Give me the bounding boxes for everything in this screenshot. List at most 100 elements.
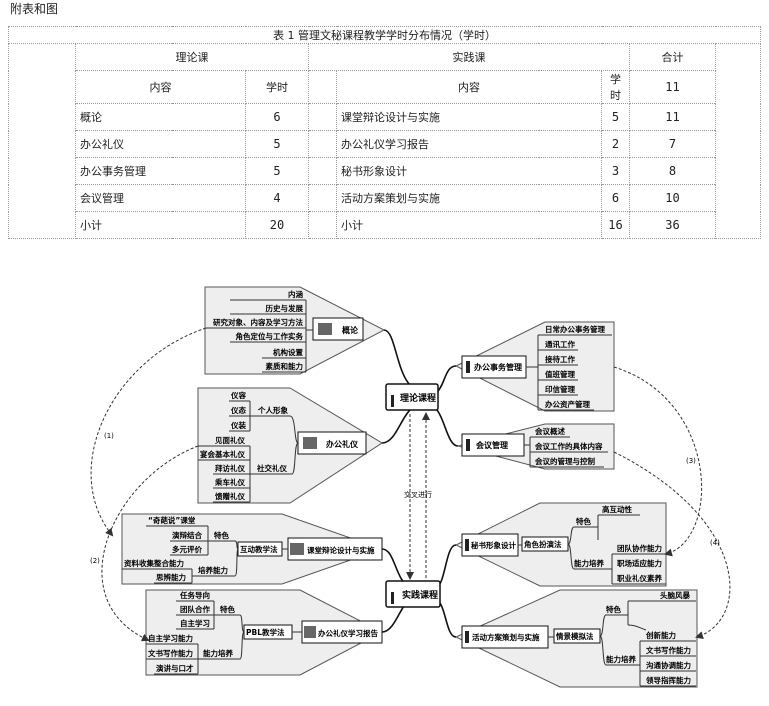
mindmap-label: 历史与发展 [266, 303, 304, 313]
baogao-title: 办公礼仪学习报告 [318, 628, 378, 638]
mindmap-label: 自主学习 [180, 618, 210, 628]
row-total: 8 [629, 157, 716, 185]
cehua-title: 活动方案策划与实施 [472, 632, 540, 642]
mindmap-label: 互动教学法 [240, 544, 278, 554]
link-label-2: (2) [90, 557, 100, 565]
theory-content: 概论 [75, 103, 246, 131]
mindmap-label: 角色定位与工作实务 [236, 331, 304, 341]
col-content-practice: 内容 [336, 70, 602, 104]
document-icon [391, 395, 394, 407]
mindmap-label: 职场适应能力 [617, 558, 662, 568]
document-icon [465, 539, 469, 551]
mindmap-label: 拜访礼仪 [215, 463, 245, 473]
mindmap-label: 印信管理 [545, 384, 575, 394]
table-row: 概论 6 课堂辩论设计与实施 5 11 [9, 103, 761, 131]
theory-content: 办公礼仪 [75, 130, 246, 158]
mindmap-label: 日常办公事务管理 [545, 324, 605, 334]
practice-content: 秘书形象设计 [336, 157, 602, 185]
mindmap-label: 仪态 [230, 405, 246, 415]
chart-icon [304, 626, 316, 638]
node-practice-label: 实践课程 [402, 589, 438, 601]
shiwu-title: 办公事务管理 [474, 362, 522, 372]
mindmap-label: 演讲与口才 [156, 663, 194, 673]
mindmap-label: 特色 [606, 604, 621, 614]
mindmap-label: 会议的管理与控制 [535, 456, 595, 466]
panel-gailun [204, 286, 386, 375]
chart-icon [290, 543, 304, 555]
gailun-title: 概论 [342, 325, 359, 335]
node-practice [385, 580, 441, 608]
mindmap-label: 思辨能力 [156, 572, 186, 582]
col-content-theory: 内容 [75, 70, 246, 104]
liyi-title: 办公礼仪 [326, 439, 359, 449]
mindmap-label: 情景模拟法 [555, 631, 594, 641]
table-row: 办公礼仪 5 办公礼仪学习报告 2 7 [9, 130, 761, 158]
document-icon [465, 631, 469, 643]
huiyi-title: 会议管理 [476, 440, 508, 450]
mindmap-label: 素质和能力 [266, 361, 304, 371]
mindmap-label: 能力培养 [203, 648, 233, 658]
mindmap-label: 演辩结合 [172, 530, 202, 540]
mindmap-label: 领导指挥能力 [646, 675, 691, 685]
mindmap-label: 会议工作的具体内容 [535, 441, 603, 451]
mindmap-label: 乘车礼仪 [214, 477, 245, 487]
hours-table: 表 1 管理文秘课程教学学时分布情况（学时） 理论课 实践课 合计 内容 学时 … [7, 26, 762, 239]
mindmap-label: 仪容 [230, 390, 246, 400]
mindmap-label: 职业礼仪素养 [617, 573, 662, 583]
document-icon [466, 361, 470, 373]
mindmap-label: 多元评价 [172, 544, 202, 554]
mindmap-label: 内涵 [288, 289, 303, 299]
mindmap-label: 个人形象 [257, 405, 288, 415]
mindmap-label: 接待工作 [545, 354, 575, 364]
table-row: 办公事务管理 5 秘书形象设计 3 8 [9, 157, 761, 185]
mindmap-label: 高互动性 [602, 504, 632, 514]
practice-hours: 3 [601, 157, 630, 185]
mindmap-label: 仪装 [230, 420, 246, 430]
row-total: 10 [629, 184, 716, 212]
mindmap-label: 头脑风暴 [660, 590, 690, 600]
mindmap-label: 文书写作能力 [148, 648, 193, 658]
row-total: 36 [629, 211, 716, 239]
mindmap-label: “奇葩说”课堂 [148, 515, 196, 525]
group-total: 合计 [629, 43, 716, 71]
mindmap-label: PBL教学法 [246, 627, 285, 637]
mindmap-label: 自主学习能力 [148, 633, 193, 643]
mindmap-label: 特色 [220, 604, 235, 614]
mindmap-label: 研究对象、内容及学习方法 [213, 317, 303, 327]
node-theory-label: 理论课程 [400, 392, 436, 404]
mindmap-label: 资料收集整合能力 [124, 558, 184, 568]
page-heading: 附表和图 [10, 2, 59, 16]
mindmap-label: 角色扮演法 [524, 539, 562, 549]
bianlun-title: 课堂辩论设计与实施 [307, 545, 375, 555]
mindmap-label: 沟通协调能力 [646, 660, 691, 670]
document-icon [466, 439, 470, 451]
table-row: 小计 20 小计 16 36 [9, 211, 761, 239]
panel-huiyi [456, 423, 615, 470]
mindmap-label: 特色 [576, 516, 591, 526]
link-label-3: (3) [686, 457, 696, 465]
mindmap-label: 特色 [214, 530, 229, 540]
practice-content: 办公礼仪学习报告 [336, 130, 602, 158]
link-label-1: (1) [104, 432, 114, 440]
mindmap-label: 宴会基本礼仪 [200, 449, 245, 459]
document-icon [391, 592, 394, 604]
mindmap-label: 团队协作能力 [617, 543, 662, 553]
mindmap-label: 通讯工作 [545, 339, 575, 349]
link-label: 交叉进行 [404, 490, 432, 499]
row-total: 11 [629, 103, 716, 131]
node-theory [385, 383, 439, 411]
theory-content: 会议管理 [75, 184, 246, 212]
xingxiang-title: 秘书形象设计 [471, 540, 516, 550]
practice-content: 小计 [336, 211, 602, 239]
row-total: 7 [629, 130, 716, 158]
mindmap-label: 培养能力 [198, 565, 228, 575]
table-row: 会议管理 4 活动方案策划与实施 6 10 [9, 184, 761, 212]
link-label-4: (4) [710, 539, 720, 547]
mindmap-label: 能力培养 [606, 654, 636, 664]
mindmap-label: 机构设置 [273, 347, 303, 357]
mindmap-label: 文书写作能力 [646, 645, 691, 655]
chart-icon [303, 437, 317, 449]
mindmap-label: 值班管理 [545, 369, 575, 379]
theory-hours: 5 [245, 157, 309, 185]
